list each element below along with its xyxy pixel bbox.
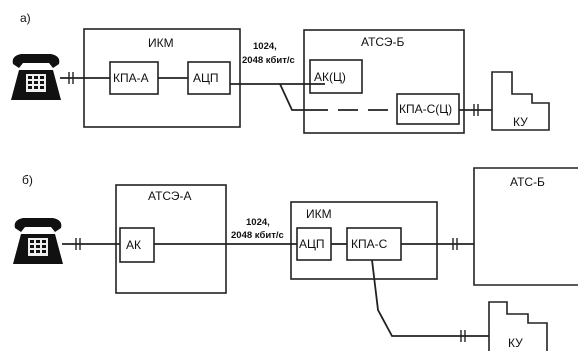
ak-c-block: [309, 59, 363, 94]
ats-b-box: [473, 167, 578, 286]
kpa-c-label: КПА-С: [351, 237, 388, 251]
ikm-box: [290, 201, 438, 280]
variant-b: б) АТСЭ-А АК 1024, 2048 кбит/с ИКМ АЦП К…: [13, 167, 578, 351]
variant-b-label: б): [22, 173, 33, 187]
ku-block: [491, 71, 550, 131]
ak-c-label: АК(Ц): [314, 70, 346, 84]
atse-a-box: [115, 184, 227, 294]
acp-label: АЦП: [193, 71, 219, 85]
rate-line-2: 2048 кбит/с: [231, 230, 284, 241]
atse-a-title: АТСЭ-А: [148, 189, 192, 203]
kpa-c-c-label: КПА-С(Ц): [399, 102, 452, 116]
ikm-box: [83, 28, 241, 128]
telephone-icon: [11, 54, 61, 100]
kpa-a-label: КПА-А: [113, 71, 149, 85]
ikm-title: ИКМ: [148, 36, 174, 50]
rate-line-1: 1024,: [253, 41, 277, 52]
variant-a: а) ИКМ КПА-А АЦП 1024, 2048 кбит/с АТСЭ-…: [11, 11, 550, 134]
rate-line-2: 2048 кбит/с: [242, 55, 295, 66]
acp-label: АЦП: [299, 237, 325, 251]
ikm-title: ИКМ: [306, 207, 332, 221]
ku-label: КУ: [508, 336, 523, 350]
variant-a-label: а): [20, 11, 31, 25]
telephone-icon: [13, 218, 63, 264]
ku-branch: [371, 259, 489, 337]
kpa-c-c-block: [396, 93, 460, 125]
acp-block: [187, 61, 231, 95]
atse-b-title: АТСЭ-Б: [361, 35, 405, 49]
ku-label: КУ: [513, 115, 528, 129]
trunk-branch: [279, 83, 308, 111]
ak-label: АК: [126, 238, 141, 252]
atse-b-box: [303, 29, 465, 134]
ku-block: [488, 301, 548, 351]
ats-b-title: АТС-Б: [510, 175, 545, 189]
rate-line-1: 1024,: [246, 217, 270, 228]
ak-block: [119, 227, 155, 263]
